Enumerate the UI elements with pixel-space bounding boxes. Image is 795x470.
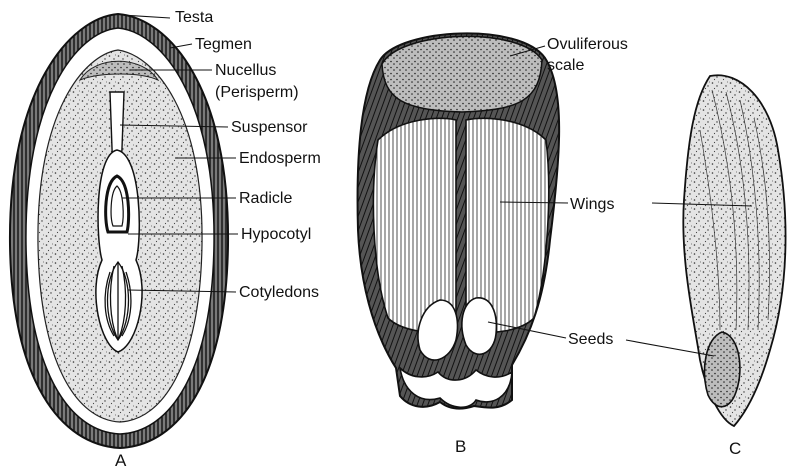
label-cotyledons: Cotyledons (239, 284, 319, 301)
caption-a: A (115, 451, 127, 470)
label-scale: scale (547, 57, 584, 74)
label-nucellus: Nucellus (215, 62, 276, 79)
label-testa: Testa (175, 9, 213, 26)
label-radicle: Radicle (239, 190, 292, 207)
scale-cap (382, 36, 542, 112)
caption-b: B (455, 437, 466, 456)
label-tegmen: Tegmen (195, 36, 252, 53)
label-endosperm: Endosperm (239, 150, 321, 167)
label-hypocotyl: Hypocotyl (241, 226, 311, 243)
label-wings: Wings (570, 196, 614, 213)
radicle-shape (106, 176, 129, 232)
label-perisperm: (Perisperm) (215, 84, 299, 101)
caption-c: C (729, 439, 741, 458)
label-ovuliferous: Ovuliferous (547, 36, 628, 53)
figure-a: Testa Tegmen Nucellus (Perisperm) Suspen… (10, 9, 321, 470)
figure-c: C (626, 75, 786, 458)
label-suspensor: Suspensor (231, 119, 308, 136)
seed-c (704, 332, 739, 407)
label-seeds: Seeds (568, 331, 613, 348)
seed-right (462, 298, 496, 354)
figure-b: Ovuliferous scale Wings Seeds B (358, 33, 628, 456)
